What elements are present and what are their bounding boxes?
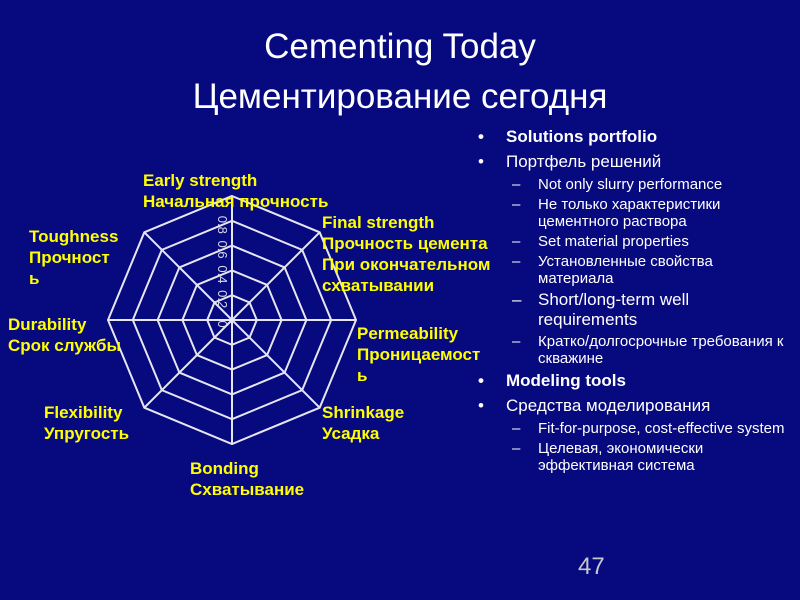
- slide-title: Cementing Today Цементирование сегодня: [0, 24, 800, 120]
- radial-axis: [231, 231, 321, 321]
- bullet-item: Установленные свойства материала: [476, 253, 786, 287]
- radial-axis: [143, 319, 233, 409]
- bullet-item: Solutions portfolio: [476, 126, 786, 147]
- tick-label: 0.2: [215, 290, 230, 308]
- bullet-item: Средства моделирования: [476, 395, 786, 416]
- bullet-item: Кратко/долгосрочные требования к скважин…: [476, 333, 786, 367]
- bullet-item: Short/long-term well requirements: [476, 290, 786, 330]
- title-ru: Цементирование сегодня: [192, 77, 608, 116]
- bullet-item: Modeling tools: [476, 370, 786, 391]
- radial-axis: [143, 231, 233, 321]
- bullet-item: Not only slurry performance: [476, 176, 786, 193]
- tick-label: 0.8: [215, 216, 230, 234]
- bullet-item: Портфель решений: [476, 151, 786, 172]
- tick-label: 0.6: [215, 241, 230, 259]
- bullet-item: Fit-for-purpose, cost-effective system: [476, 420, 786, 437]
- bullet-list: Solutions portfolioПортфель решенийNot o…: [476, 126, 786, 477]
- bullet-item: Не только характеристики цементного раст…: [476, 196, 786, 230]
- tick-label: 0.4: [215, 265, 230, 283]
- title-en: Cementing Today: [264, 27, 536, 66]
- tick-label: 0: [215, 320, 230, 327]
- bullet-item: Set material properties: [476, 233, 786, 250]
- radial-axis: [231, 319, 321, 409]
- page-number: 47: [578, 553, 605, 580]
- bullet-item: Целевая, экономически эффективная систем…: [476, 440, 786, 474]
